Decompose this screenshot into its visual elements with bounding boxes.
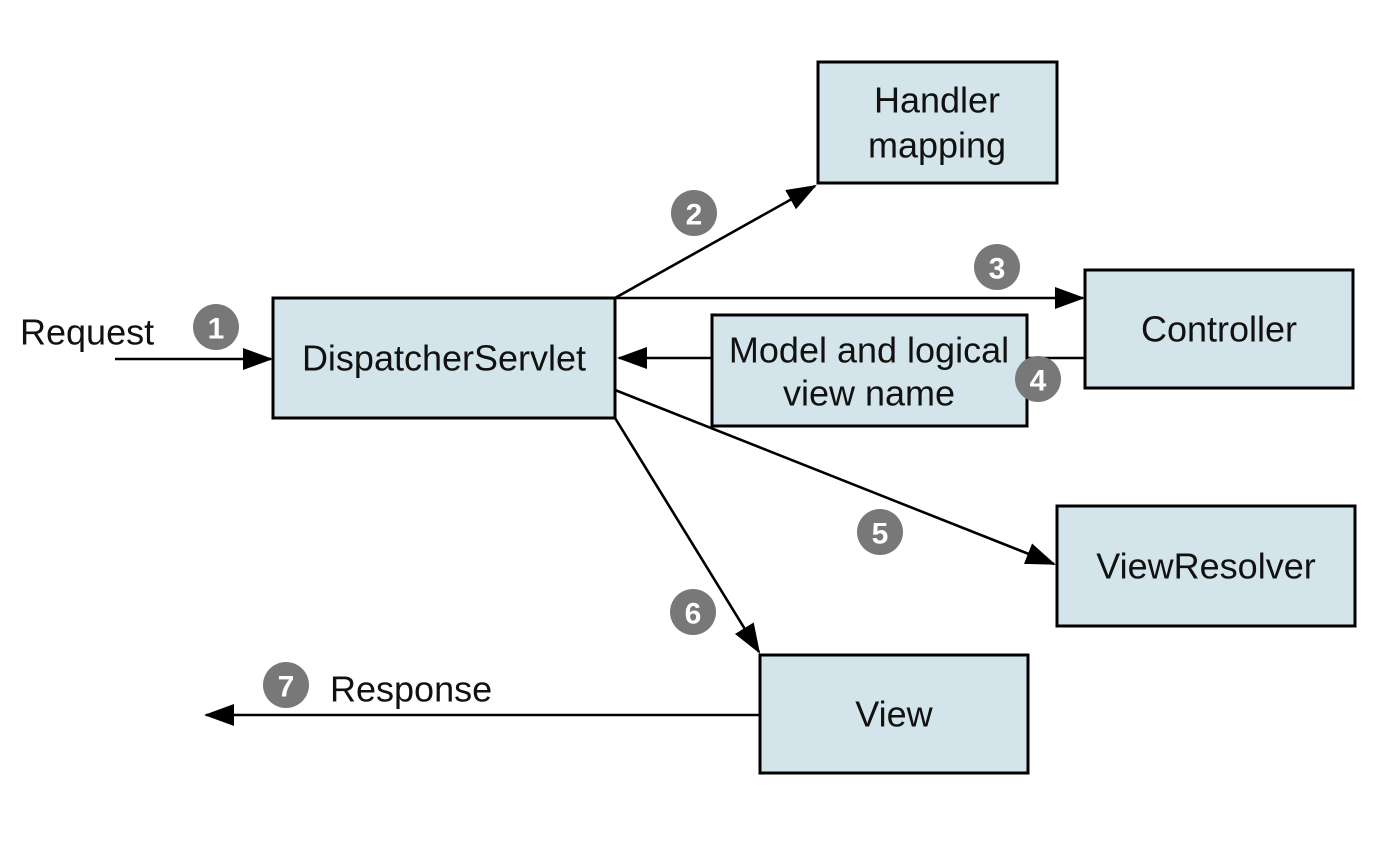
node-dispatcher-servlet-box bbox=[271, 296, 617, 420]
step-badge-2-number: 2 bbox=[686, 199, 703, 232]
step-badge-5-circle bbox=[857, 509, 903, 555]
step-badge-3-circle bbox=[974, 244, 1020, 290]
step-badge-4-number: 4 bbox=[1030, 365, 1047, 398]
node-view-label: View bbox=[855, 694, 933, 735]
arrow-dispatcher-to-view-resolver bbox=[614, 388, 1056, 566]
node-handler-mapping: Handler mapping bbox=[816, 60, 1059, 185]
step-badge-2-circle bbox=[671, 190, 717, 236]
step-badge-2: 2 bbox=[671, 190, 717, 236]
step-badge-5: 5 bbox=[857, 509, 903, 555]
arrow-dispatcher-to-view bbox=[613, 417, 761, 654]
node-handler-mapping-label-line2: mapping bbox=[868, 125, 1006, 166]
node-model-and-logical-view-name-box bbox=[710, 313, 1029, 428]
response-label: Response bbox=[330, 669, 492, 710]
step-badge-1-number: 1 bbox=[208, 313, 225, 346]
node-model-label-line2: view name bbox=[783, 373, 955, 414]
step-badge-3: 3 bbox=[974, 244, 1020, 290]
arrow-dispatcher-to-handler-mapping bbox=[614, 184, 817, 300]
step-badge-1: 1 bbox=[193, 304, 239, 350]
node-view-resolver: ViewResolver bbox=[1055, 504, 1357, 628]
node-controller-label: Controller bbox=[1141, 309, 1297, 350]
node-handler-mapping-box bbox=[816, 60, 1059, 185]
node-controller: Controller bbox=[1083, 268, 1355, 390]
node-view: View bbox=[758, 653, 1030, 775]
step-badge-5-number: 5 bbox=[872, 518, 889, 551]
node-controller-box bbox=[1083, 268, 1355, 390]
step-badge-4: 4 bbox=[1015, 356, 1061, 402]
step-badge-7-circle bbox=[263, 662, 309, 708]
node-model-and-logical-view-name: Model and logical view name bbox=[710, 313, 1029, 428]
step-badge-3-number: 3 bbox=[989, 253, 1006, 286]
step-badge-7: 7 bbox=[263, 662, 309, 708]
node-view-box bbox=[758, 653, 1030, 775]
step-badge-6: 6 bbox=[670, 589, 716, 635]
step-badge-6-number: 6 bbox=[685, 598, 702, 631]
node-dispatcher-servlet-label: DispatcherServlet bbox=[302, 338, 586, 379]
request-label: Request bbox=[20, 312, 154, 353]
step-badge-1-circle bbox=[193, 304, 239, 350]
step-badge-4-circle bbox=[1015, 356, 1061, 402]
node-view-resolver-box bbox=[1055, 504, 1357, 628]
step-badge-6-circle bbox=[670, 589, 716, 635]
node-dispatcher-servlet: DispatcherServlet bbox=[271, 296, 617, 420]
node-handler-mapping-label-line1: Handler bbox=[874, 80, 1000, 121]
node-view-resolver-label: ViewResolver bbox=[1096, 546, 1315, 587]
step-badge-7-number: 7 bbox=[278, 671, 295, 704]
node-model-label-line1: Model and logical bbox=[729, 330, 1009, 371]
